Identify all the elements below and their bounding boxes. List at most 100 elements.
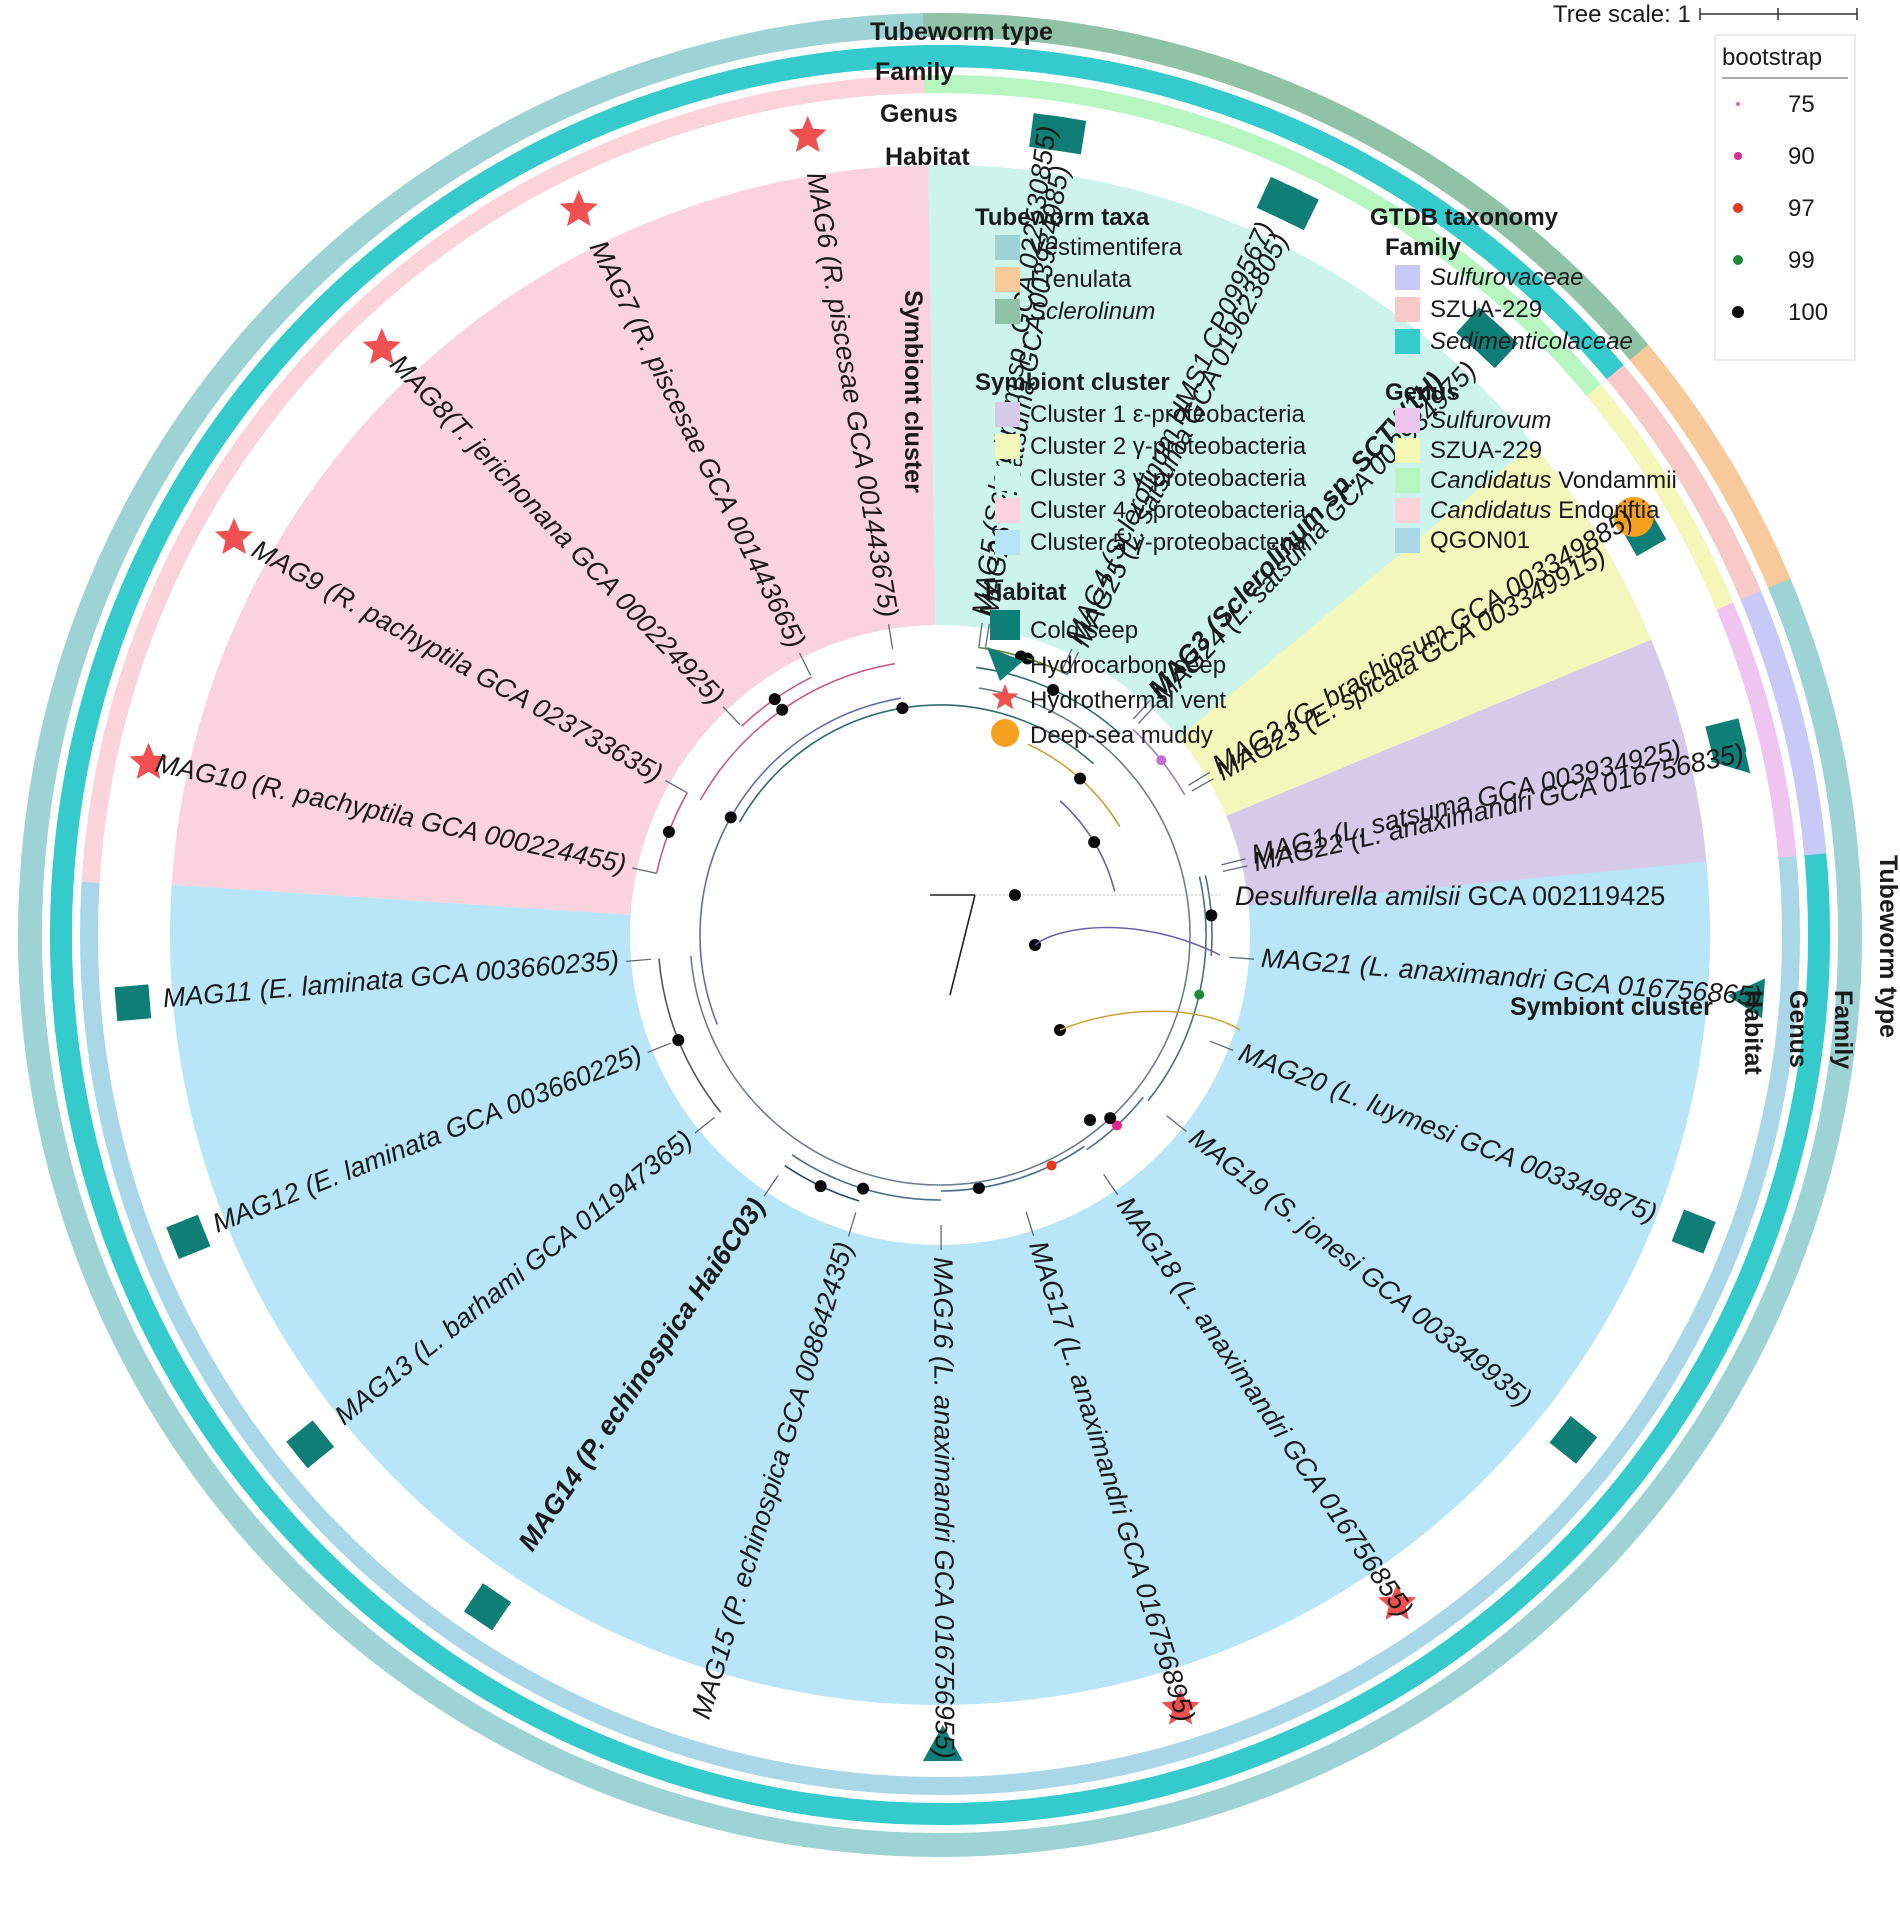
- family-ring-segment: [555, 1717, 818, 1817]
- genus-ring-segment: [135, 404, 278, 639]
- tubeworm-ring-segment: [803, 1822, 1084, 1857]
- legend-title-tubeworm-taxa: Tubeworm taxa: [975, 204, 1150, 231]
- legend-title-gtdb-genus: Genus: [1385, 379, 1460, 406]
- tree-branch: [699, 697, 901, 1025]
- leaf-branch: [1132, 699, 1151, 720]
- family-ring-segment: [49, 873, 97, 1144]
- bootstrap-dot: [1733, 203, 1743, 213]
- leaf-branch: [1209, 1040, 1234, 1051]
- outgroup-label-accession: GCA 002119425: [1460, 881, 1665, 911]
- legend-item-cluster: Cluster 1 ε-proteobacteria: [1030, 401, 1305, 428]
- leaf-branch: [632, 867, 657, 874]
- genus-ring-segment: [1667, 1120, 1779, 1368]
- tubeworm-ring-segment: [541, 1744, 813, 1848]
- bootstrap-node: [896, 702, 909, 715]
- legend-swatch: [1395, 265, 1420, 290]
- leaf-branch: [626, 958, 652, 963]
- ring-title-habitat: Habitat: [885, 143, 970, 171]
- bootstrap-dot: [1732, 306, 1744, 318]
- cold-seep-marker: [1256, 176, 1302, 223]
- legend-item-tubeworm: Sclerolinum: [1030, 298, 1155, 325]
- family-ring-segment: [170, 1371, 356, 1594]
- hydrothermal-vent-marker: [1378, 1583, 1417, 1620]
- legend-swatch: [995, 466, 1020, 491]
- legend-item-habitat: Hydrothermal vent: [1030, 687, 1226, 714]
- genus-ring-segment: [356, 1553, 582, 1714]
- cluster1-branch: [1034, 926, 1221, 956]
- cold-seep-marker: [1029, 113, 1068, 152]
- tubeworm-ring-segment: [210, 178, 428, 386]
- tree-branch: [1147, 876, 1207, 1102]
- tubeworm-ring-segment: [143, 1386, 336, 1617]
- genus-ring-segment: [1586, 384, 1736, 615]
- legend-swatch: [995, 434, 1020, 459]
- symbiont-cluster-backgrounds: [170, 165, 1710, 1705]
- leaf-branch: [984, 623, 990, 649]
- bootstrap-value: 97: [1788, 195, 1815, 222]
- bootstrap-node: [857, 1182, 870, 1195]
- legend: Tubeworm taxaVestimentiferaFrenulataScle…: [975, 34, 1856, 749]
- genus-ring-segment: [81, 626, 155, 884]
- hydrothermal-vent-marker: [1161, 1688, 1200, 1725]
- tubeworm-ring-segment: [1768, 578, 1859, 853]
- leaf-branch: [647, 1042, 672, 1053]
- bootstrap-node: [768, 693, 781, 706]
- tubeworm-ring-segment: [77, 366, 234, 619]
- legend-swatch: [1395, 498, 1420, 523]
- bootstrap-node: [1074, 772, 1087, 785]
- tree-branch: [690, 687, 1191, 1186]
- ring-title-tubeworm-type: Tubeworm type: [870, 18, 1053, 46]
- family-ring-segment: [426, 87, 676, 226]
- legend-swatch: [1395, 297, 1420, 322]
- leaf-branch: [1137, 704, 1156, 724]
- hydrothermal-vent-marker: [362, 328, 401, 365]
- genus-ring-segment: [444, 115, 684, 248]
- tree-branches: Desulfurella amilsii GCA 002119425: [626, 622, 1665, 1251]
- genus-ring-segment: [1759, 869, 1800, 1131]
- legend-item-cluster: Cluster 4 γ-proteobacteria: [1030, 497, 1307, 524]
- bootstrap-node: [672, 1034, 685, 1047]
- family-ring-segment: [1068, 1715, 1331, 1816]
- cold-seep-marker: [1549, 1416, 1598, 1464]
- family-ring-segment: [107, 385, 257, 630]
- leaf-branch: [1060, 648, 1073, 672]
- legend-swatch: [1395, 438, 1420, 463]
- family-ring-segment: [1690, 1126, 1809, 1383]
- deep-sea-muddy-marker: [1613, 496, 1654, 537]
- legend-genus-name: Endoriftia: [1551, 497, 1660, 524]
- bootstrap-dot: [1733, 255, 1743, 265]
- legend-deep-sea-muddy-icon: [991, 719, 1019, 747]
- hydrocarbon-seep-marker: [922, 1724, 963, 1762]
- tree-scale: Tree scale: 1: [1553, 1, 1858, 28]
- family-ring-segment: [1414, 189, 1628, 384]
- hydrocarbon-seep-marker: [1727, 978, 1766, 1019]
- leaf-branch: [887, 624, 894, 650]
- leaf-branch: [1229, 956, 1255, 960]
- cold-seep-marker: [463, 1583, 512, 1631]
- legend-item-habitat: Cold seep: [1030, 617, 1138, 644]
- legend-item-family: Sulfurovaceae: [1430, 264, 1583, 291]
- legend-swatch: [995, 402, 1020, 427]
- tubeworm-ring-segment: [1629, 344, 1793, 594]
- bootstrap-value: 75: [1788, 91, 1815, 118]
- leaf-branch: [798, 652, 812, 676]
- leaf-branch: [1222, 865, 1248, 872]
- hydrothermal-vent-marker: [215, 517, 254, 555]
- legend-title-gtdb: GTDB taxonomy: [1370, 204, 1559, 231]
- symbiont-cluster-1-band: [1226, 639, 1707, 906]
- legend-item-genus: QGON01: [1430, 527, 1530, 554]
- bootstrap-node: [814, 1180, 827, 1193]
- legend-genus-name: Vondammii: [1551, 467, 1676, 494]
- ring-title-habitat-right: Habitat: [1739, 990, 1767, 1075]
- leaf-branch: [722, 706, 741, 726]
- legend-swatch: [995, 299, 1020, 324]
- family-ring-segment: [51, 615, 130, 882]
- family-ring-segment: [923, 45, 1192, 103]
- leaf-branch: [694, 1116, 715, 1134]
- legend-title-symbiont-cluster: Symbiont cluster: [975, 369, 1170, 396]
- tubeworm-ring-segment: [1328, 1590, 1570, 1767]
- ring-title-genus: Genus: [880, 100, 958, 128]
- legend-item-tubeworm: Vestimentifera: [1030, 234, 1183, 261]
- leaf-branch: [1103, 1174, 1119, 1196]
